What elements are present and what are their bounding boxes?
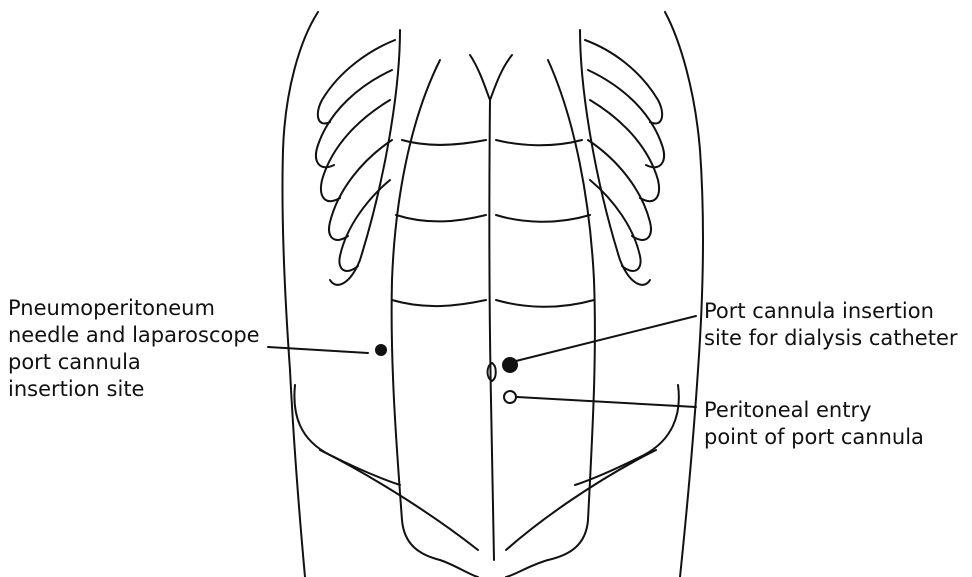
- navel: [488, 363, 496, 381]
- label-line: port cannula: [8, 349, 260, 376]
- pneumoperitoneum-label: Pneumoperitoneum needle and laparoscope …: [8, 295, 260, 403]
- intersection-1: [402, 140, 582, 145]
- right-rib-1: [585, 40, 662, 123]
- label-line: Peritoneal entry: [704, 397, 924, 424]
- torso-left-outline: [282, 12, 318, 577]
- right-rib-5: [590, 180, 641, 271]
- label-line: Pneumoperitoneum: [8, 295, 260, 322]
- intersection-2: [396, 215, 590, 222]
- torso-right-outline: [665, 12, 703, 577]
- right-rib-4: [588, 140, 651, 240]
- right-costal-margin: [580, 30, 650, 285]
- pneumoperitoneum-insertion-marker: [375, 344, 387, 356]
- right-rib-2: [588, 70, 664, 167]
- label-line: needle and laparoscope: [8, 322, 260, 349]
- rectus-right-border: [548, 60, 595, 560]
- intersection-3: [392, 300, 594, 307]
- pubic-region: [440, 560, 548, 577]
- left-costal-margin: [330, 30, 400, 285]
- label-line: site for dialysis catheter: [704, 325, 958, 352]
- xiphoid-process: [470, 55, 512, 100]
- left-rib-4: [329, 140, 392, 240]
- label-line: insertion site: [8, 376, 260, 403]
- label-line: point of port cannula: [704, 424, 924, 451]
- label-line: Port cannula insertion: [704, 298, 958, 325]
- right-inguinal-line: [506, 450, 656, 550]
- peritoneal-entry-label: Peritoneal entry point of port cannula: [704, 397, 924, 451]
- leader-line-right-top: [516, 316, 696, 361]
- left-rib-5: [339, 180, 390, 271]
- leader-line-left: [268, 347, 368, 353]
- leader-line-right-bottom: [517, 397, 696, 407]
- linea-alba: [489, 100, 494, 560]
- port-cannula-insertion-label: Port cannula insertion site for dialysis…: [704, 298, 958, 352]
- left-rib-1: [318, 40, 395, 123]
- left-iliac-crest: [294, 385, 400, 485]
- port-cannula-insertion-marker: [502, 357, 518, 373]
- peritoneal-entry-marker: [504, 391, 516, 403]
- left-rib-2: [316, 70, 392, 167]
